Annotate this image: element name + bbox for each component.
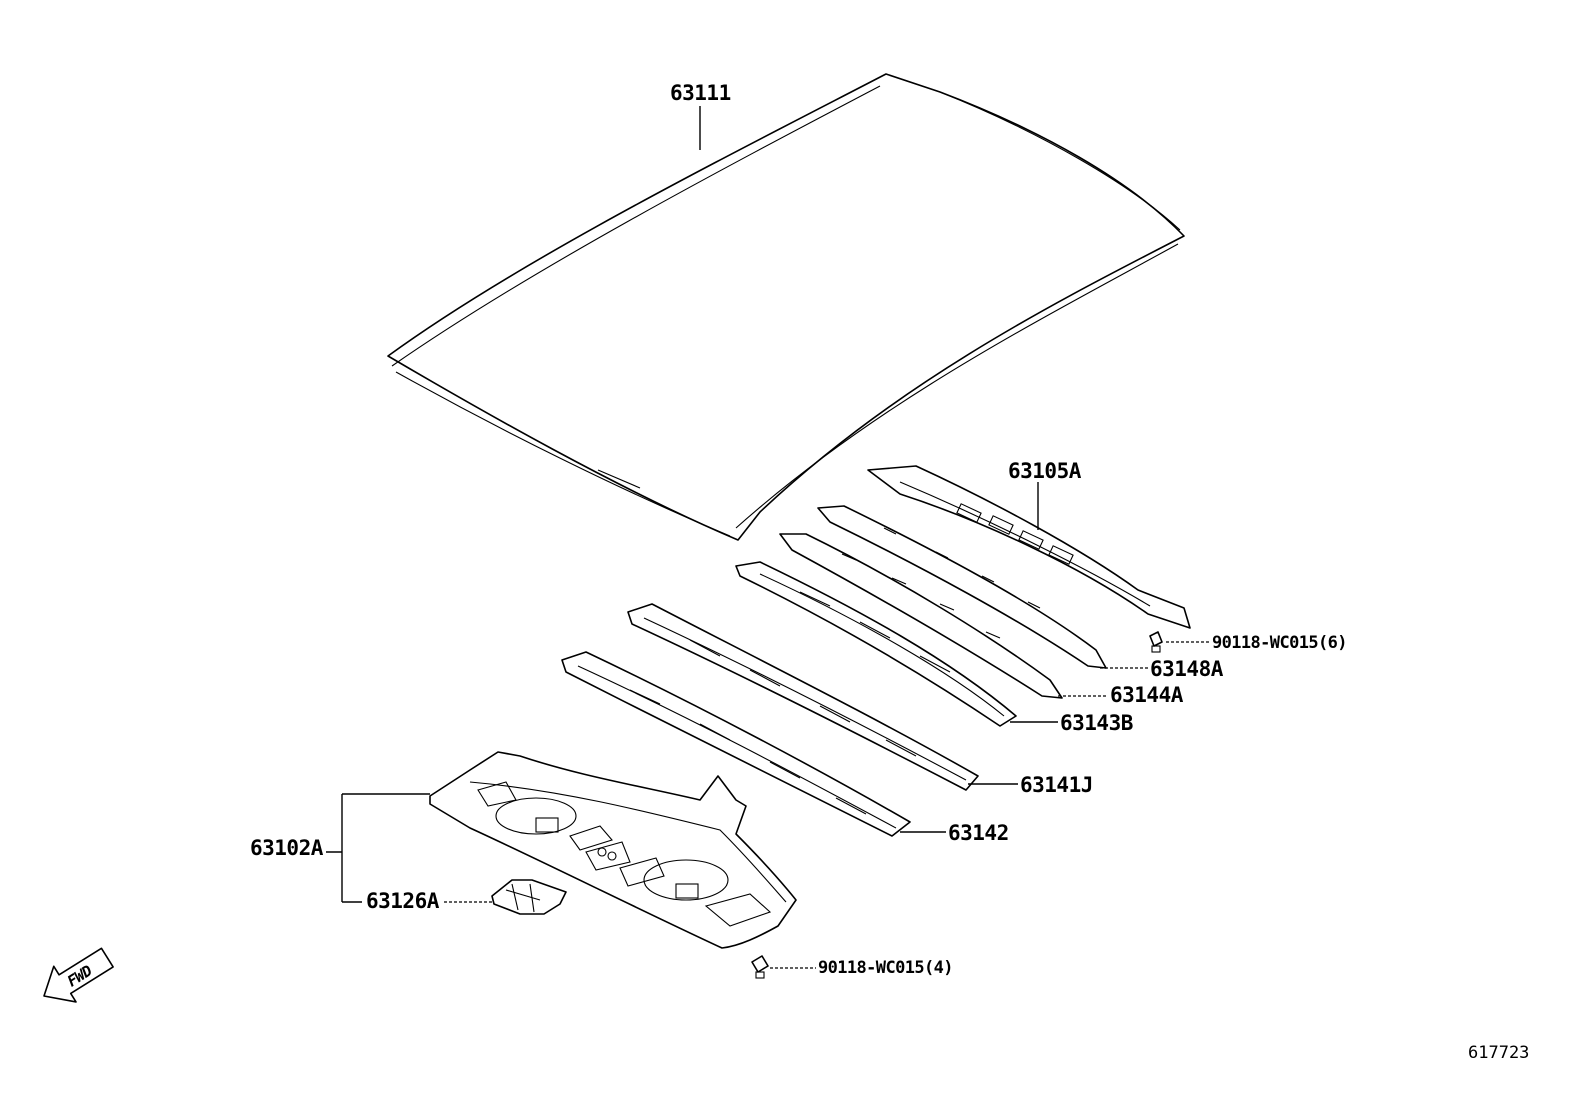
reinforcement-bracket[interactable] (491, 879, 567, 915)
label-90118-wc015-4: 90118-WC015(4) (818, 958, 953, 978)
label-63142: 63142 (948, 821, 1009, 845)
label-63102a: 63102A (250, 836, 324, 860)
fwd-arrow-icon: FWD (43, 947, 114, 1003)
figure-code: 617723 (1468, 1043, 1529, 1063)
roof-bow-63144a[interactable] (779, 533, 1063, 699)
label-63126a: 63126A (366, 889, 440, 913)
bolt-upper[interactable] (1149, 631, 1163, 653)
leader-63102a (326, 793, 430, 902)
label-63111: 63111 (670, 81, 731, 105)
label-90118-wc015-6: 90118-WC015(6) (1212, 633, 1347, 653)
roof-bow-63141j[interactable] (627, 603, 979, 791)
roof-panel[interactable] (387, 73, 1185, 541)
roof-bow-63142[interactable] (561, 651, 911, 837)
label-63141j: 63141J (1020, 773, 1093, 797)
label-63148a: 63148A (1150, 657, 1224, 681)
label-63143b: 63143B (1060, 711, 1133, 735)
label-63105a: 63105A (1008, 459, 1082, 483)
package-tray-panel[interactable] (429, 751, 797, 949)
label-63144a: 63144A (1110, 683, 1184, 707)
roof-rear-header[interactable] (867, 465, 1191, 629)
roof-bow-63143b[interactable] (735, 561, 1017, 727)
bolt-lower[interactable] (751, 955, 769, 979)
